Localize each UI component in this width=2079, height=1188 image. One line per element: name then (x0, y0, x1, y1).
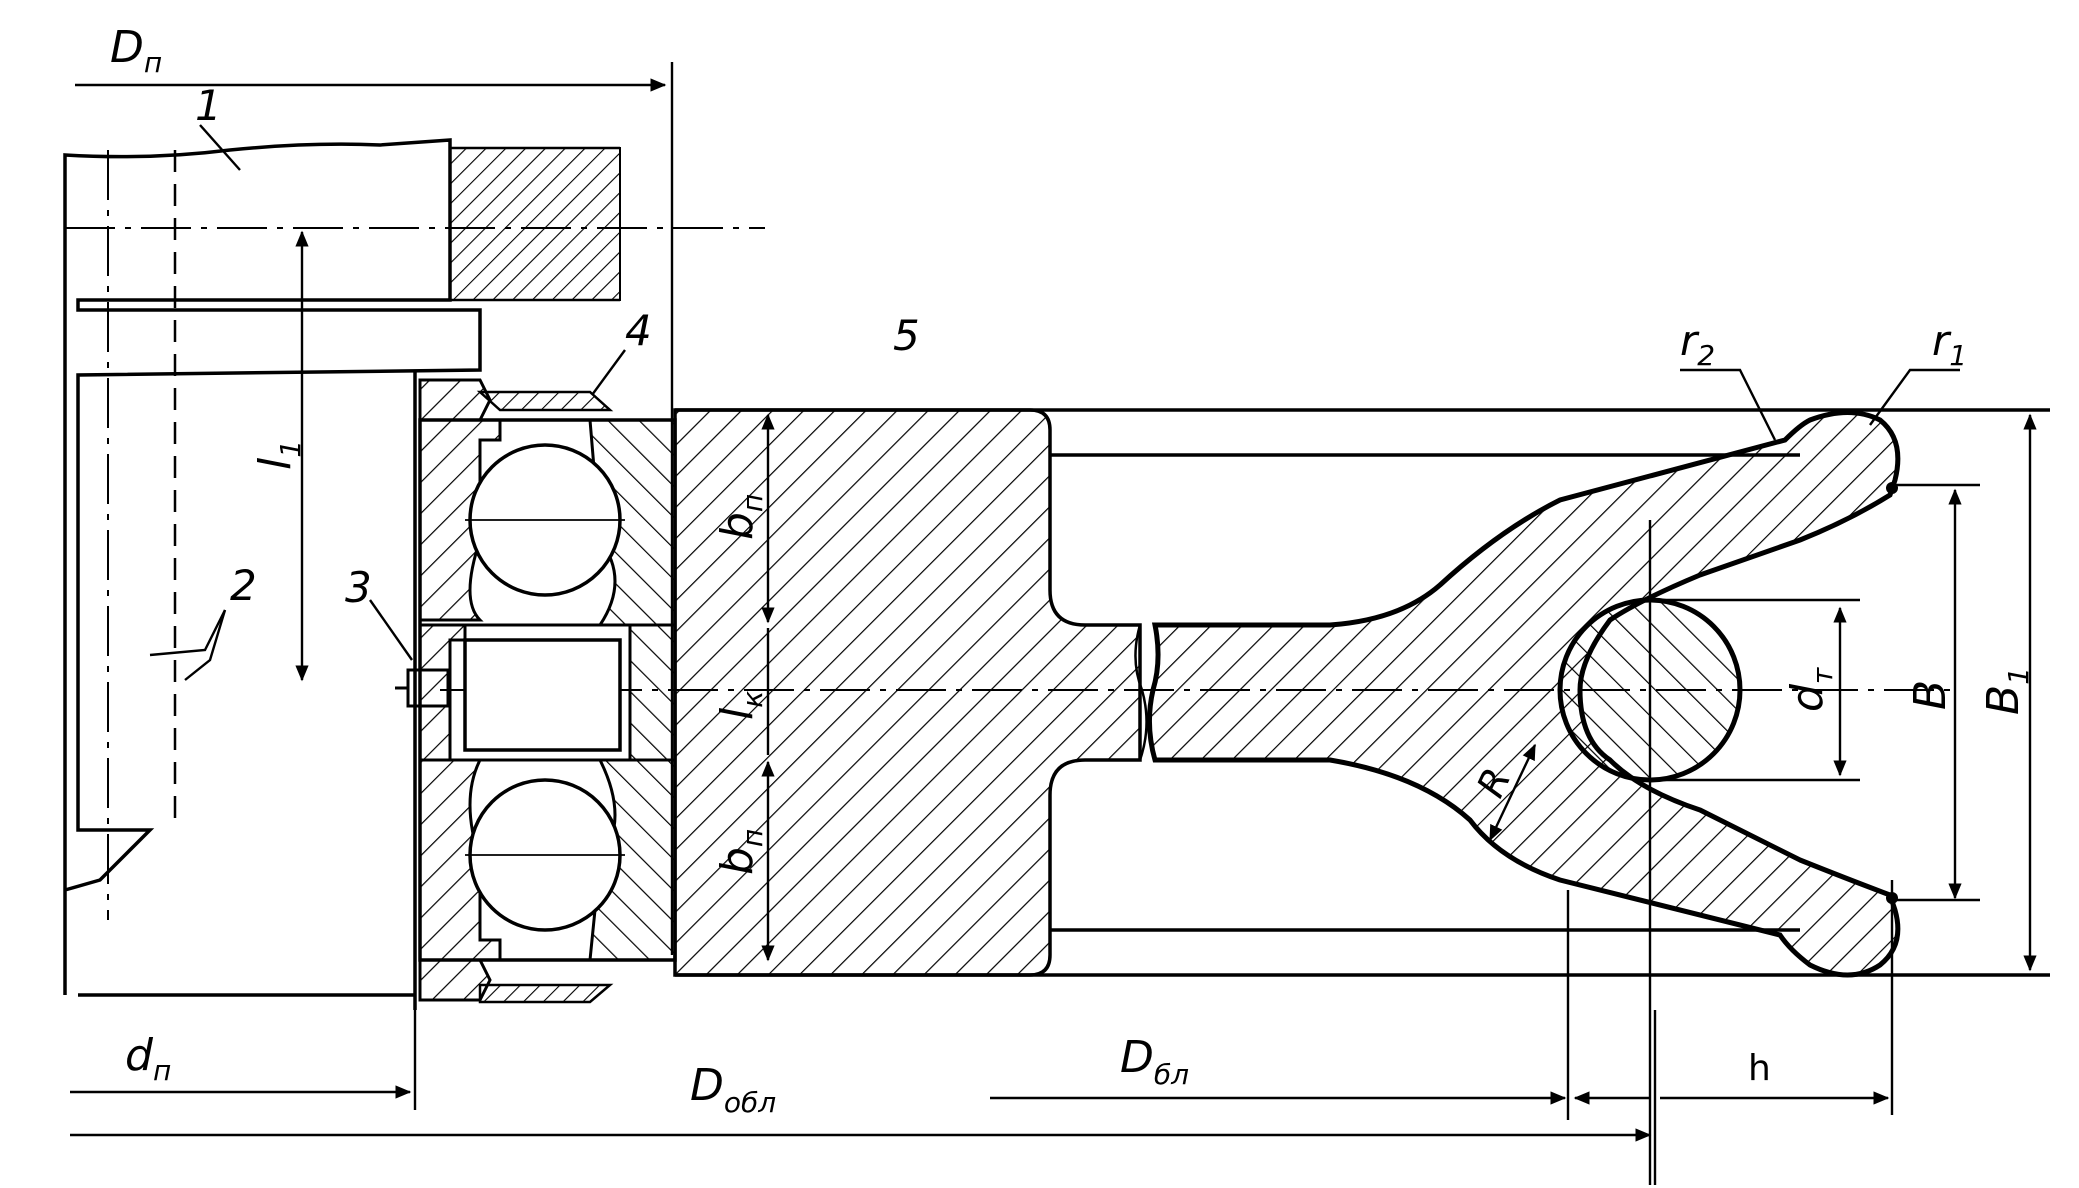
guide-rail-lines (675, 408, 2050, 977)
bearing-balls (463, 443, 622, 932)
label-lk: lк (712, 691, 769, 720)
label-part-2: 2 (230, 561, 257, 610)
label-r1: r1 (1932, 316, 1967, 372)
label-part-5: 5 (893, 311, 920, 360)
label-dt: dт (1782, 667, 1839, 712)
label-D-obl: Doбл (690, 1060, 776, 1119)
labels: Dп dп Doбл Dбл h 1 2 3 4 5 r2 r1 l1 bп l… (110, 22, 2035, 1119)
ball-centerlines (465, 519, 625, 856)
shaft (63, 138, 482, 1010)
label-l1: l1 (250, 440, 307, 470)
label-D-bl: Dбл (1120, 1032, 1189, 1091)
label-B1: B1 (1978, 667, 2035, 715)
label-h: h (1748, 1048, 1771, 1089)
label-D-p: Dп (110, 22, 162, 79)
label-part-3: 3 (345, 563, 372, 612)
contour-points (1886, 482, 1898, 904)
label-r2: r2 (1680, 316, 1715, 372)
block-body (673, 408, 1901, 978)
label-B: B (1905, 680, 1956, 710)
label-bp-bottom: bп (712, 829, 769, 875)
label-part-4: 4 (625, 306, 652, 355)
label-part-1: 1 (195, 81, 222, 130)
set-screw (395, 668, 450, 708)
label-d-p: dп (125, 1030, 171, 1087)
gear-section (449, 146, 621, 302)
dimension-lines (70, 62, 2037, 1185)
label-bp-top: bп (712, 494, 769, 540)
